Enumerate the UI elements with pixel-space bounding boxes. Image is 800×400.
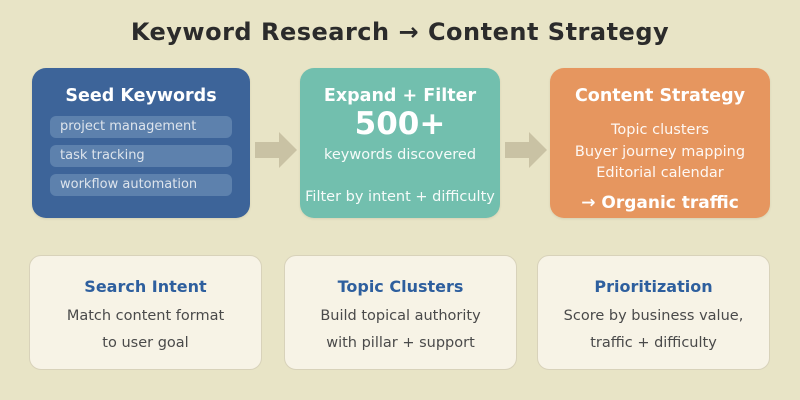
- expand-filter-title: Expand + Filter: [323, 86, 477, 106]
- right-arrow-icon: [255, 132, 297, 168]
- content-strategy-box: Content Strategy Topic clusters Buyer jo…: [550, 68, 770, 218]
- seed-keywords-list: project management task tracking workflo…: [32, 116, 250, 196]
- keywords-count-caption: keywords discovered: [323, 147, 477, 163]
- search-intent-card: Search Intent Match content format to us…: [29, 255, 262, 370]
- topic-clusters-card: Topic Clusters Build topical authority w…: [284, 255, 517, 370]
- search-intent-card-body: Match content format to user goal: [30, 303, 261, 357]
- filter-note: Filter by intent + difficulty: [305, 189, 495, 205]
- card-text-line: Match content format: [66, 308, 225, 324]
- content-strategy-item: Topic clusters: [611, 122, 709, 138]
- right-arrow-icon: [505, 132, 547, 168]
- content-strategy-item: Buyer journey mapping: [574, 143, 746, 160]
- topic-clusters-card-title: Topic Clusters: [337, 277, 464, 296]
- card-text-line: to user goal: [102, 335, 189, 351]
- content-strategy-title: Content Strategy: [574, 86, 746, 106]
- seed-keyword-pill: task tracking: [50, 145, 232, 167]
- seed-keyword-pill: project management: [50, 116, 232, 138]
- prioritization-card: Prioritization Score by business value, …: [537, 255, 770, 370]
- topic-clusters-card-body: Build topical authority with pillar + su…: [285, 303, 516, 357]
- card-text-line: Score by business value,: [563, 308, 744, 324]
- seed-keywords-box: Seed Keywords project management task tr…: [32, 68, 250, 218]
- expand-filter-box: Expand + Filter 500+ keywords discovered…: [300, 68, 500, 218]
- page-title: Keyword Research → Content Strategy: [130, 18, 670, 46]
- card-text-line: with pillar + support: [326, 335, 475, 351]
- seed-keyword-pill: workflow automation: [50, 174, 232, 196]
- content-strategy-list: Topic clusters Buyer journey mapping Edi…: [550, 120, 770, 185]
- keywords-count-metric: 500+: [354, 106, 446, 142]
- prioritization-card-title: Prioritization: [594, 277, 713, 296]
- card-text-line: Build topical authority: [320, 308, 481, 324]
- card-text-line: traffic + difficulty: [590, 335, 717, 351]
- prioritization-card-body: Score by business value, traffic + diffi…: [538, 303, 769, 357]
- organic-traffic-outcome: → Organic traffic: [581, 192, 739, 213]
- search-intent-card-title: Search Intent: [84, 277, 207, 296]
- seed-keywords-title: Seed Keywords: [65, 86, 217, 106]
- content-strategy-item: Editorial calendar: [596, 165, 724, 181]
